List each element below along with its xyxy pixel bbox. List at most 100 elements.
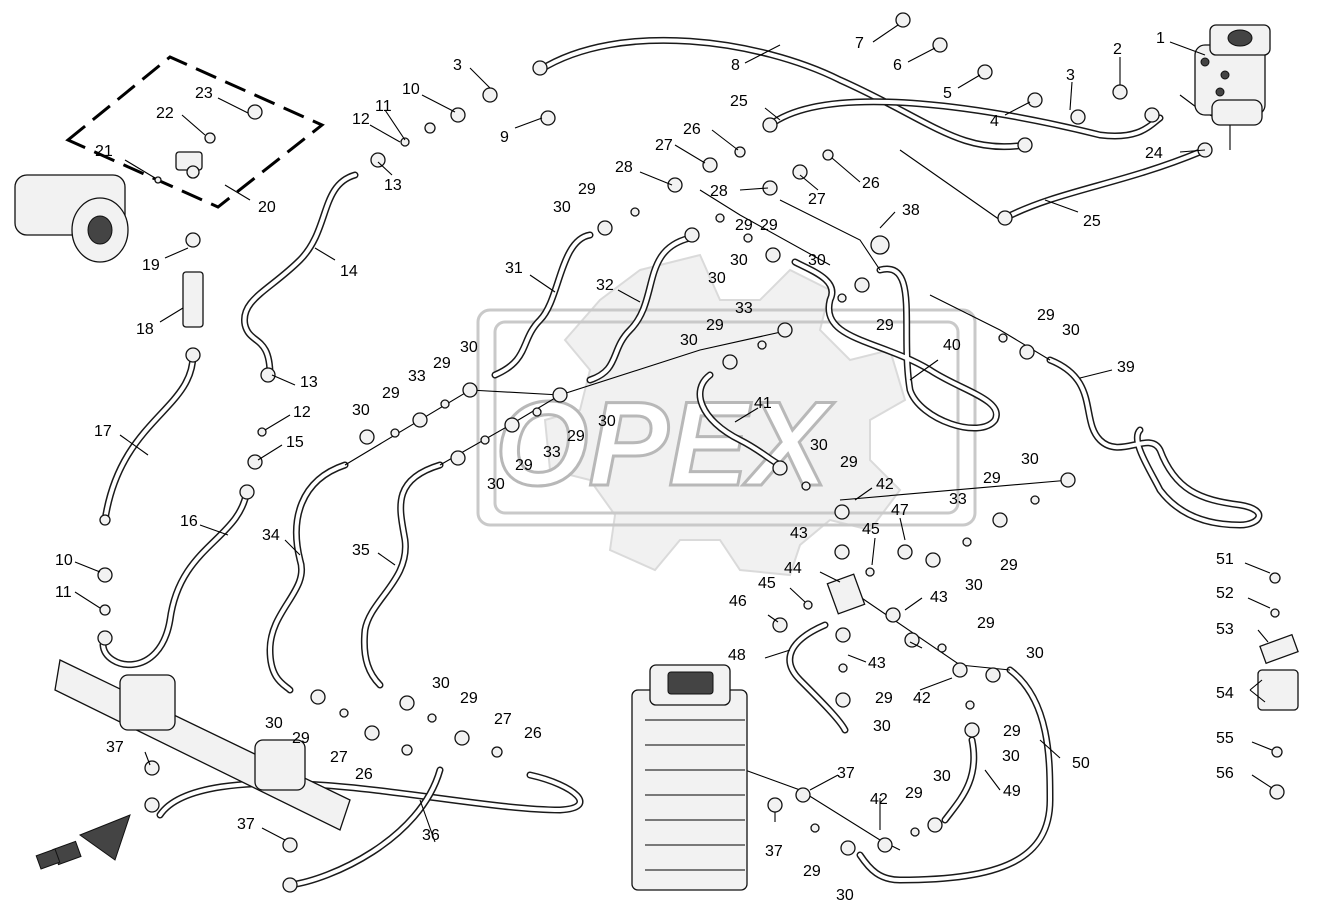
callout-5: 5 <box>943 85 952 102</box>
callout-29: 29 <box>1003 723 1021 740</box>
callout-48: 48 <box>728 647 746 664</box>
watermark-frame <box>476 308 977 527</box>
callout-51: 51 <box>1216 551 1234 568</box>
callout-23: 23 <box>195 85 213 102</box>
callout-53: 53 <box>1216 621 1234 638</box>
group-box-20 <box>65 55 325 209</box>
callout-27: 27 <box>494 711 512 728</box>
callout-34: 34 <box>262 527 280 544</box>
callout-43: 43 <box>790 525 808 542</box>
watermark-frame-inner <box>493 320 960 515</box>
callout-42: 42 <box>876 476 894 493</box>
callout-45: 45 <box>862 521 880 538</box>
callout-30: 30 <box>1002 748 1020 765</box>
callout-29: 29 <box>840 454 858 471</box>
callout-29: 29 <box>803 863 821 880</box>
callout-28: 28 <box>710 183 728 200</box>
callout-39: 39 <box>1117 359 1135 376</box>
callout-11: 11 <box>55 584 72 601</box>
callout-46: 46 <box>729 593 747 610</box>
callout-12: 12 <box>293 404 311 421</box>
callout-29: 29 <box>1037 307 1055 324</box>
callout-7: 7 <box>855 35 864 52</box>
callout-15: 15 <box>286 434 304 451</box>
callout-29: 29 <box>760 217 778 234</box>
callout-22: 22 <box>156 105 174 122</box>
callout-30: 30 <box>1026 645 1044 662</box>
callout-28: 28 <box>615 159 633 176</box>
cylinder <box>54 659 351 831</box>
callout-20: 20 <box>258 199 276 216</box>
callout-30: 30 <box>460 339 478 356</box>
fittings <box>97 12 1285 893</box>
callout-29: 29 <box>905 785 923 802</box>
callout-37: 37 <box>237 816 255 833</box>
callout-29: 29 <box>735 217 753 234</box>
control-valve <box>631 664 748 891</box>
callout-29: 29 <box>460 690 478 707</box>
callout-52: 52 <box>1216 585 1234 602</box>
callout-30: 30 <box>432 675 450 692</box>
callout-26: 26 <box>683 121 701 138</box>
callout-19: 19 <box>142 257 160 274</box>
callout-37: 37 <box>837 765 855 782</box>
callout-30: 30 <box>873 718 891 735</box>
callout-29: 29 <box>983 470 1001 487</box>
callout-21: 21 <box>95 143 113 160</box>
callout-29: 29 <box>977 615 995 632</box>
callout-10: 10 <box>402 81 420 98</box>
callout-27: 27 <box>655 137 673 154</box>
callout-54: 54 <box>1216 685 1234 702</box>
callout-26: 26 <box>862 175 880 192</box>
callout-9: 9 <box>500 129 509 146</box>
callout-30: 30 <box>1062 322 1080 339</box>
callout-2: 2 <box>1113 41 1122 58</box>
callout-1: 1 <box>1156 30 1165 47</box>
callout-29: 29 <box>433 355 451 372</box>
callout-30: 30 <box>265 715 283 732</box>
callout-33: 33 <box>408 368 426 385</box>
callout-37: 37 <box>106 739 124 756</box>
callout-42: 42 <box>913 690 931 707</box>
callout-42: 42 <box>870 791 888 808</box>
callout-13: 13 <box>300 374 318 391</box>
callout-3: 3 <box>453 57 462 74</box>
callout-16: 16 <box>180 513 198 530</box>
clamp-54 <box>1257 669 1299 711</box>
callout-29: 29 <box>876 317 894 334</box>
callout-44: 44 <box>784 560 802 577</box>
callout-30: 30 <box>352 402 370 419</box>
callouts: 1 2 3 3 4 5 6 7 8 9 10 10 11 11 12 12 13… <box>55 30 1234 904</box>
leader-lines <box>74 24 1273 843</box>
callout-24: 24 <box>1145 145 1163 162</box>
callout-30: 30 <box>836 887 854 904</box>
callout-38: 38 <box>902 202 920 219</box>
pump <box>14 151 203 263</box>
callout-30: 30 <box>708 270 726 287</box>
callout-30: 30 <box>810 437 828 454</box>
hose-17 <box>101 351 197 524</box>
tubes <box>99 36 1263 889</box>
callout-29: 29 <box>706 317 724 334</box>
components <box>14 12 1299 893</box>
callout-12: 12 <box>352 111 370 128</box>
callout-29: 29 <box>578 181 596 198</box>
callout-40: 40 <box>943 337 961 354</box>
callout-30: 30 <box>933 768 951 785</box>
callout-31: 31 <box>505 260 523 277</box>
block-44 <box>826 573 866 615</box>
callout-50: 50 <box>1072 755 1090 772</box>
callout-29: 29 <box>1000 557 1018 574</box>
callout-29: 29 <box>382 385 400 402</box>
callout-29: 29 <box>567 428 585 445</box>
callout-25: 25 <box>1083 213 1101 230</box>
callout-30: 30 <box>598 413 616 430</box>
callout-33: 33 <box>735 300 753 317</box>
callout-8: 8 <box>731 57 740 74</box>
callout-13: 13 <box>384 177 402 194</box>
callout-11: 11 <box>375 98 392 115</box>
callout-29: 29 <box>515 457 533 474</box>
callout-30: 30 <box>1021 451 1039 468</box>
